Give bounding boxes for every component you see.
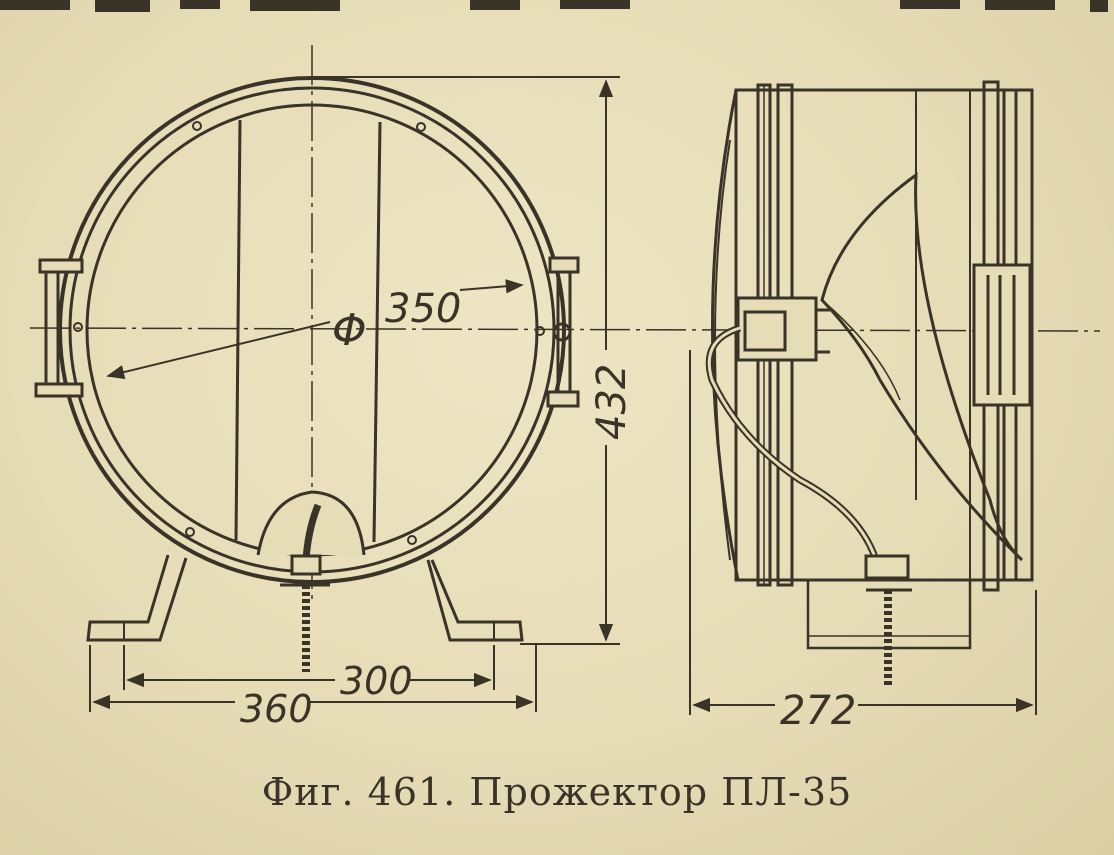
base-width-label: 360 <box>240 687 313 731</box>
side-cable-gland <box>864 554 910 580</box>
diameter-leader <box>106 321 331 380</box>
lamp-socket <box>736 296 830 362</box>
side-base <box>806 578 972 650</box>
spacing-label: 300 <box>340 659 413 703</box>
figure-caption: Фиг. 461. Прожектор ПЛ-35 <box>261 770 853 814</box>
reflector <box>820 171 1024 562</box>
height-dimension <box>312 76 620 645</box>
depth-dimension <box>689 350 1037 715</box>
cropped-text-strip <box>0 0 1108 12</box>
rim-bolts <box>73 121 545 545</box>
cable-gland <box>290 554 322 576</box>
lens-strip-right <box>372 121 382 543</box>
rear-clamp <box>972 263 1032 407</box>
stand <box>86 554 524 642</box>
front-glass <box>711 89 740 581</box>
height-label: 432 <box>589 364 635 440</box>
side-view <box>689 80 1037 715</box>
lens-strip-left <box>234 119 242 541</box>
phi-symbol: Φ <box>332 305 367 356</box>
base-dimensions <box>89 645 537 712</box>
front-view <box>29 45 1101 712</box>
right-trunnion-clamp <box>546 256 580 408</box>
left-trunnion-clamp <box>34 258 84 398</box>
diameter-label: 350 <box>385 286 461 332</box>
depth-label: 272 <box>780 688 856 734</box>
